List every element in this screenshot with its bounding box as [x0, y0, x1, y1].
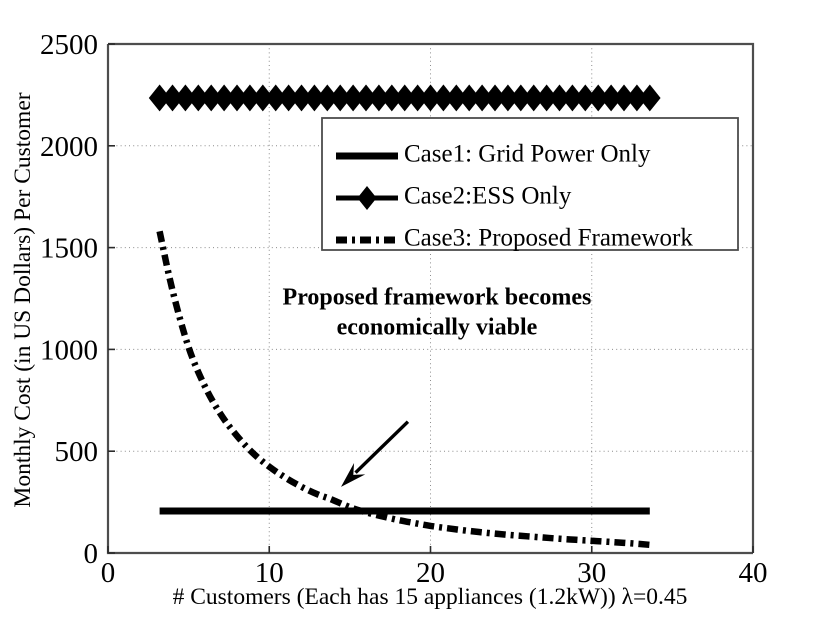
- x-tick-label: 40: [739, 557, 768, 589]
- diamond-marker-icon: [639, 84, 661, 112]
- x-axis-title: # Customers (Each has 15 appliances (1.2…: [173, 584, 688, 610]
- annotation-text-line1: Proposed framework becomes: [283, 285, 592, 311]
- legend-label: Case1: Grid Power Only: [404, 141, 651, 168]
- annotation-text-line2: economically viable: [337, 315, 538, 341]
- legend-box: [321, 117, 739, 251]
- data-series-layer: [148, 84, 661, 549]
- annotation-arrow-icon: [341, 420, 410, 487]
- series-2: [148, 84, 661, 112]
- x-tick-labels: 0 10 20 30 40: [101, 557, 768, 589]
- tick-marks-layer: [107, 43, 754, 554]
- x-tick-label: 30: [577, 557, 606, 589]
- legend-item-1[interactable]: Case1: Grid Power Only: [336, 141, 651, 168]
- arrow-shaft: [354, 420, 410, 474]
- y-axis-title: Monthly Cost (in US Dollars) Per Custome…: [10, 92, 36, 507]
- x-tick-label: 20: [416, 557, 445, 589]
- axis-frame-top-right: [108, 42, 755, 553]
- y-tick-label: 1000: [40, 334, 98, 366]
- series-line-3: [156, 230, 651, 549]
- legend-label: Case2:ESS Only: [404, 183, 572, 210]
- y-tick-label: 0: [84, 538, 99, 570]
- y-tick-label: 2000: [40, 131, 98, 163]
- y-tick-label: 1500: [40, 233, 98, 265]
- series-3: [156, 230, 651, 549]
- arrow-head: [341, 462, 366, 487]
- annotation-group: Proposed framework becomes economically …: [283, 285, 592, 487]
- legend-item-2[interactable]: Case2:ESS Only: [336, 183, 572, 210]
- legend-diamond-marker-icon: [357, 186, 377, 210]
- y-tick-label: 500: [55, 436, 99, 468]
- legend-item-3[interactable]: Case3: Proposed Framework: [336, 225, 693, 252]
- legend-label: Case3: Proposed Framework: [404, 225, 693, 252]
- x-tick-label: 10: [255, 557, 284, 589]
- y-tick-labels: 0 500 1000 1500 2000 2500: [40, 29, 98, 570]
- y-tick-label: 2500: [40, 29, 98, 61]
- x-tick-label: 0: [101, 557, 116, 589]
